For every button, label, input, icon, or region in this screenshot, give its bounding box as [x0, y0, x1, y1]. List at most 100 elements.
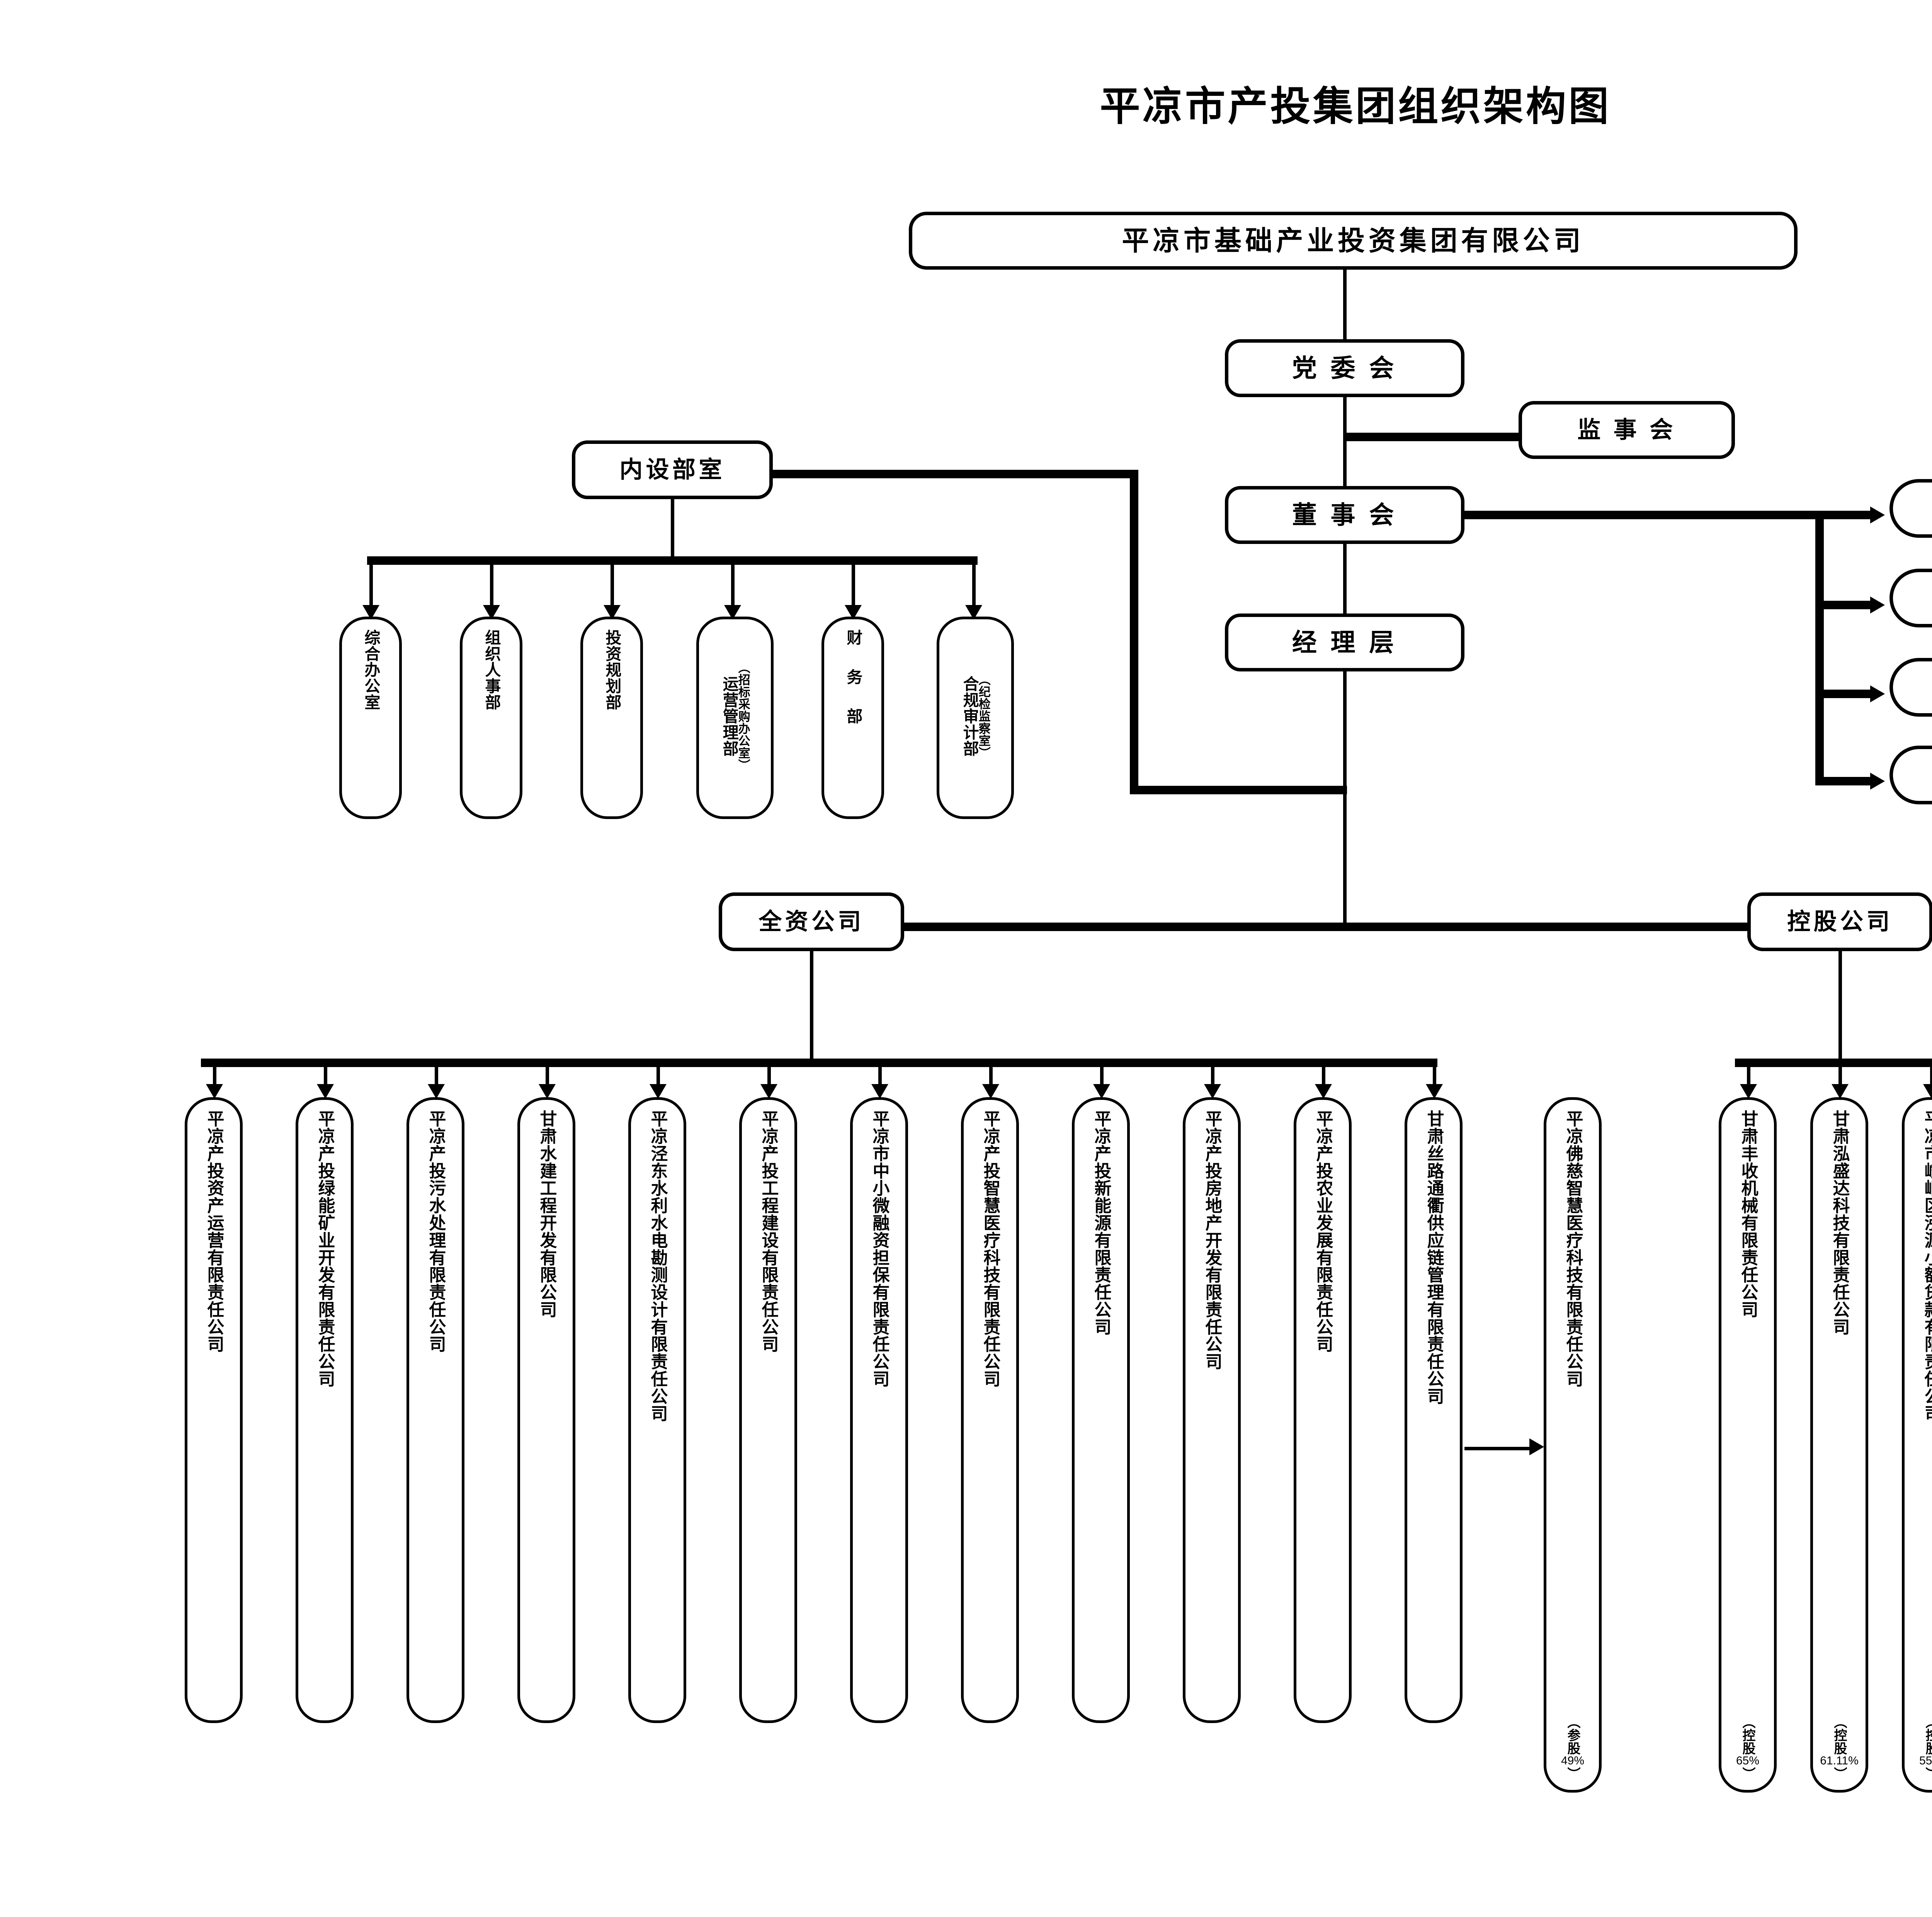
- connector-wholly-owned-down: [810, 951, 813, 1067]
- category-bus: [808, 923, 1932, 931]
- page-title: 平凉市产投集团组织架构图: [1100, 84, 1611, 129]
- connector-internal-to-spine-top: [771, 470, 1138, 478]
- arrow-right-icon: [1870, 597, 1885, 614]
- connector-silkroad-to-fozi: [1464, 1447, 1533, 1450]
- committee-box-strategy[interactable]: 战 略 委 员 会: [1889, 479, 1932, 538]
- committee-stub-3: [1815, 777, 1873, 785]
- subsidiary-label: 平凉市中小微融资担保有限责任公司: [870, 1110, 889, 1388]
- stake-note: （控股65%）: [1736, 1715, 1759, 1780]
- stake-percent: 61.11%: [1820, 1754, 1859, 1767]
- group-company-box[interactable]: 平凉市基础产业投资集团有限公司: [909, 212, 1798, 270]
- subsidiary-drop-8: [1100, 1059, 1104, 1093]
- supervisory-board-box[interactable]: 监 事 会: [1519, 401, 1735, 459]
- subsidiary-drop-1: [324, 1059, 327, 1093]
- department-box-hr[interactable]: 组织人事部: [460, 617, 522, 819]
- subsidiary-box[interactable]: 平凉产投新能源有限责任公司: [1072, 1097, 1130, 1723]
- arrow-right-icon: [1870, 773, 1885, 790]
- arrow-down-icon: [1315, 1084, 1332, 1099]
- department-label: 组织人事部: [482, 629, 500, 710]
- category-label: 控股公司: [1787, 909, 1893, 935]
- controlled-company-box[interactable]: 平凉市崆峒区泓源小额贷款有限责任公司 （控股55%）: [1902, 1097, 1932, 1793]
- subsidiary-label: 平凉产投工程建设有限责任公司: [759, 1110, 778, 1353]
- arrow-down-icon: [760, 1084, 777, 1099]
- subsidiary-label: 甘肃水建工程开发有限公司: [537, 1110, 556, 1318]
- subsidiary-label: 平凉产投新能源有限责任公司: [1092, 1110, 1111, 1336]
- committee-box-nomination[interactable]: 提 名 委 员 会: [1889, 569, 1932, 627]
- connector-internal-to-spine-bottom: [1130, 786, 1347, 794]
- subsidiary-label: 平凉产投房地产开发有限责任公司: [1202, 1110, 1222, 1370]
- subsidiary-label: 平凉泾东水利水电勘测设计有限责任公司: [648, 1110, 667, 1422]
- wholly-owned-bus: [201, 1059, 1437, 1067]
- subsidiary-box[interactable]: 平凉产投房地产开发有限责任公司: [1183, 1097, 1241, 1723]
- controlled-company-box[interactable]: 甘肃泓盛达科技有限责任公司 （控股61.11%）: [1810, 1097, 1868, 1793]
- stake-close: ）: [1740, 1767, 1755, 1780]
- arrow-right-icon: [1870, 685, 1885, 702]
- department-box-general-office[interactable]: 综合办公室: [339, 617, 402, 819]
- subsidiary-box[interactable]: 平凉泾东水利水电勘测设计有限责任公司: [628, 1097, 686, 1723]
- subsidiary-box[interactable]: 平凉产投资产运营有限责任公司: [185, 1097, 243, 1723]
- subsidiary-drop-0: [213, 1059, 216, 1093]
- board-of-directors-box[interactable]: 董 事 会: [1225, 486, 1464, 544]
- board-of-directors-label: 董 事 会: [1292, 501, 1398, 529]
- arrow-down-icon: [1923, 1084, 1932, 1099]
- management-box[interactable]: 经 理 层: [1225, 614, 1464, 671]
- connector-board-to-management: [1343, 544, 1347, 614]
- party-committee-box[interactable]: 党 委 会: [1225, 339, 1464, 397]
- department-label: 运营管理部: [720, 676, 738, 757]
- linked-company-box[interactable]: 平凉佛慈智慧医疗科技有限责任公司 （参股49%）: [1544, 1097, 1602, 1793]
- controlled-company-label: 甘肃泓盛达科技有限责任公司: [1830, 1110, 1849, 1336]
- subsidiary-box[interactable]: 平凉市中小微融资担保有限责任公司: [850, 1097, 908, 1723]
- management-label: 经 理 层: [1292, 628, 1398, 656]
- stake-percent: 55%: [1919, 1754, 1932, 1767]
- connector-spine-to-supervisory: [1343, 433, 1521, 441]
- subsidiary-box[interactable]: 平凉产投农业发展有限责任公司: [1294, 1097, 1352, 1723]
- committee-box-audit-risk[interactable]: 审计和风险委员会: [1889, 746, 1932, 804]
- controlled-bus: [1735, 1059, 1932, 1067]
- stake-close: ）: [1923, 1767, 1932, 1780]
- committee-box-remuneration[interactable]: 薪酬和考核委员会: [1889, 658, 1932, 717]
- arrow-down-icon: [1740, 1084, 1757, 1099]
- category-box-controlled[interactable]: 控股公司: [1747, 892, 1932, 951]
- department-box-finance[interactable]: 财 务 部: [821, 617, 884, 819]
- controlled-drop-1: [1838, 1059, 1842, 1093]
- subsidiary-drop-10: [1322, 1059, 1325, 1093]
- subsidiary-drop-3: [546, 1059, 549, 1093]
- department-drop-5: [972, 556, 976, 617]
- subsidiary-box[interactable]: 平凉产投智慧医疗科技有限责任公司: [961, 1097, 1019, 1723]
- controlled-company-label: 平凉市崆峒区泓源小额贷款有限责任公司: [1922, 1110, 1932, 1422]
- arrow-down-icon: [1204, 1084, 1221, 1099]
- department-box-operations[interactable]: （招标采购办公室） 运营管理部: [696, 617, 774, 819]
- subsidiary-box[interactable]: 甘肃丝路通衢供应链管理有限责任公司: [1405, 1097, 1463, 1723]
- subsidiary-label: 平凉产投资产运营有限责任公司: [204, 1110, 224, 1353]
- department-box-investment-planning[interactable]: 投资规划部: [580, 617, 643, 819]
- arrow-down-icon: [206, 1084, 223, 1099]
- arrow-down-icon: [317, 1084, 334, 1099]
- subsidiary-label: 平凉产投农业发展有限责任公司: [1313, 1110, 1333, 1353]
- linked-company-label: 平凉佛慈智慧医疗科技有限责任公司: [1563, 1110, 1583, 1388]
- subsidiary-box[interactable]: 平凉产投工程建设有限责任公司: [739, 1097, 797, 1723]
- subsidiary-drop-5: [767, 1059, 771, 1093]
- arrow-down-icon: [871, 1084, 888, 1099]
- party-committee-label: 党 委 会: [1292, 354, 1398, 382]
- subsidiary-drop-9: [1211, 1059, 1214, 1093]
- stake-close: ）: [1565, 1767, 1580, 1780]
- internal-departments-box[interactable]: 内设部室: [572, 440, 773, 499]
- stake-close: ）: [1832, 1767, 1847, 1780]
- arrow-down-icon: [1832, 1084, 1849, 1099]
- department-drop-3: [731, 556, 735, 617]
- subsidiary-box[interactable]: 平凉产投污水处理有限责任公司: [406, 1097, 464, 1723]
- arrow-down-icon: [1093, 1084, 1110, 1099]
- subsidiary-box[interactable]: 平凉产投绿能矿业开发有限责任公司: [296, 1097, 354, 1723]
- connector-party-to-board: [1343, 397, 1347, 486]
- connector-controlled-down: [1838, 951, 1842, 1067]
- subsidiary-label: 平凉产投智慧医疗科技有限责任公司: [981, 1110, 1000, 1388]
- controlled-company-box[interactable]: 甘肃丰收机械有限责任公司 （控股65%）: [1719, 1097, 1777, 1793]
- category-box-wholly-owned[interactable]: 全资公司: [719, 892, 904, 951]
- department-label: 合规审计部: [961, 676, 979, 757]
- subsidiary-box[interactable]: 甘肃水建工程开发有限公司: [517, 1097, 575, 1723]
- department-box-compliance-audit[interactable]: （纪检监察室） 合规审计部: [937, 617, 1014, 819]
- stake-note: （控股61.11%）: [1820, 1715, 1859, 1780]
- stake-note: （参股49%）: [1561, 1715, 1584, 1780]
- subsidiary-drop-11: [1433, 1059, 1436, 1093]
- subsidiary-drop-4: [656, 1059, 660, 1093]
